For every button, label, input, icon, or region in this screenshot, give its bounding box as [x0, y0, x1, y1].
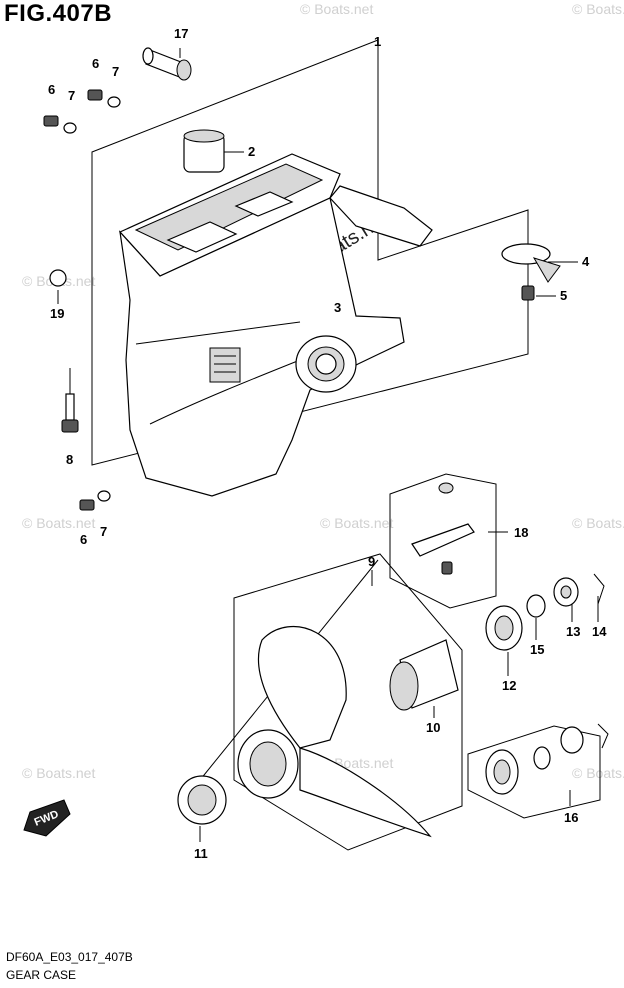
part-3-bearing — [295, 335, 357, 393]
gear-case-port — [166, 221, 238, 253]
bolt-head — [61, 419, 79, 433]
thrust-washer-inner — [187, 784, 217, 816]
watermark: © Boats.net — [572, 765, 624, 781]
part-11-thrust-washer — [177, 775, 227, 825]
bolt-6 — [79, 499, 95, 511]
gear-case-seam — [135, 321, 301, 345]
gear-case-top-recess — [134, 163, 324, 251]
anode-box — [389, 473, 497, 609]
spacer-splines — [494, 615, 514, 641]
propeller-upper-blade — [257, 625, 347, 749]
part-12-spacer — [485, 605, 523, 651]
propeller-lower-blade — [299, 747, 432, 838]
part-14-cotter-pin — [593, 573, 605, 605]
callout-9: 9 — [368, 554, 375, 569]
anti-ventilation-plate — [329, 185, 433, 247]
callout-7: 7 — [112, 64, 119, 79]
washer-7 — [97, 490, 111, 502]
callout-7: 7 — [100, 524, 107, 539]
anode-bolt — [441, 561, 453, 575]
figure-name: GEAR CASE — [6, 968, 77, 982]
bushing-top — [183, 129, 225, 143]
propeller-hub-bore — [249, 741, 287, 787]
callout-11: 11 — [194, 846, 208, 861]
part-19-plug — [49, 269, 67, 287]
callout-7: 7 — [68, 88, 75, 103]
fwd-arrow — [23, 799, 71, 837]
watermark: © Boats.net — [572, 515, 624, 531]
callout-6: 6 — [80, 532, 87, 547]
bolt-shank — [65, 393, 75, 421]
callout-6: 6 — [48, 82, 55, 97]
part-9-propeller — [237, 625, 432, 838]
watermark: © Boats.net — [22, 515, 95, 531]
gear-case-contour — [149, 359, 301, 425]
callout-18: 18 — [514, 525, 528, 540]
callout-2: 2 — [248, 144, 255, 159]
callout-10: 10 — [426, 720, 440, 735]
fwd-direction-badge: FWD — [23, 799, 71, 837]
callout-4: 4 — [582, 254, 590, 269]
callout-14: 14 — [592, 624, 607, 639]
pipe-end — [176, 59, 192, 81]
gear-case-assembly-box — [91, 39, 529, 466]
callout-15: 15 — [530, 642, 544, 657]
part-2-bushing — [183, 129, 225, 173]
propeller-hardware-box — [467, 725, 601, 819]
pipe-start — [142, 47, 154, 65]
callout-12: 12 — [502, 678, 516, 693]
callout-13: 13 — [566, 624, 580, 639]
kit-nut — [560, 726, 584, 754]
part-16-hardware-kit — [485, 723, 609, 795]
callout-1: 1 — [374, 34, 381, 49]
part-17-pipe — [142, 47, 192, 81]
watermark: © Boats.net — [300, 1, 373, 17]
gear-case-port — [234, 191, 294, 217]
callout-3: 3 — [334, 300, 341, 315]
trim-tab-fin — [532, 257, 561, 283]
part-13-castle-nut — [553, 577, 579, 607]
bushing-face — [389, 661, 419, 711]
propeller-assembly-box — [233, 553, 463, 851]
kit-washer — [533, 746, 551, 770]
callout-5: 5 — [560, 288, 567, 303]
callout-16: 16 — [564, 810, 578, 825]
bolts-and-washers — [43, 89, 121, 511]
anode-nut — [438, 482, 454, 494]
part-10-bushing — [389, 639, 459, 711]
washer-7 — [107, 96, 121, 108]
bolt-6 — [43, 115, 59, 127]
watermark: © Boats.net — [320, 515, 393, 531]
callout-8: 8 — [66, 452, 73, 467]
kit-cotter-pin — [597, 723, 609, 749]
watermark: © Boats.net — [572, 1, 624, 17]
assembly-boxes — [91, 39, 601, 851]
part-5-bolt — [521, 285, 535, 301]
callout-6: 6 — [92, 56, 99, 71]
kit-spacer-splines — [493, 759, 511, 785]
figure-title: FIG.407B — [4, 0, 113, 27]
watermark: © Boats.net — [22, 765, 95, 781]
water-intake-grille — [209, 347, 241, 383]
gear-case-housing — [119, 153, 433, 497]
part-8-bolt — [61, 393, 79, 433]
nut-bore — [560, 585, 572, 599]
gear-case-lower-body — [119, 197, 405, 497]
part-18-anode — [411, 482, 475, 575]
bolt-6 — [87, 89, 103, 101]
part-15-washer — [526, 594, 546, 618]
figure-code: DF60A_E03_017_407B — [6, 950, 133, 964]
callout-19: 19 — [50, 306, 64, 321]
part-4-trim-tab — [501, 243, 561, 283]
washer-7 — [63, 122, 77, 134]
anode-block — [411, 523, 475, 557]
callout-17: 17 — [174, 26, 188, 41]
bearing-bore — [315, 353, 337, 375]
callout-labels: 1 2 3 4 5 6 6 6 7 7 7 8 9 10 11 12 13 14… — [48, 26, 607, 861]
